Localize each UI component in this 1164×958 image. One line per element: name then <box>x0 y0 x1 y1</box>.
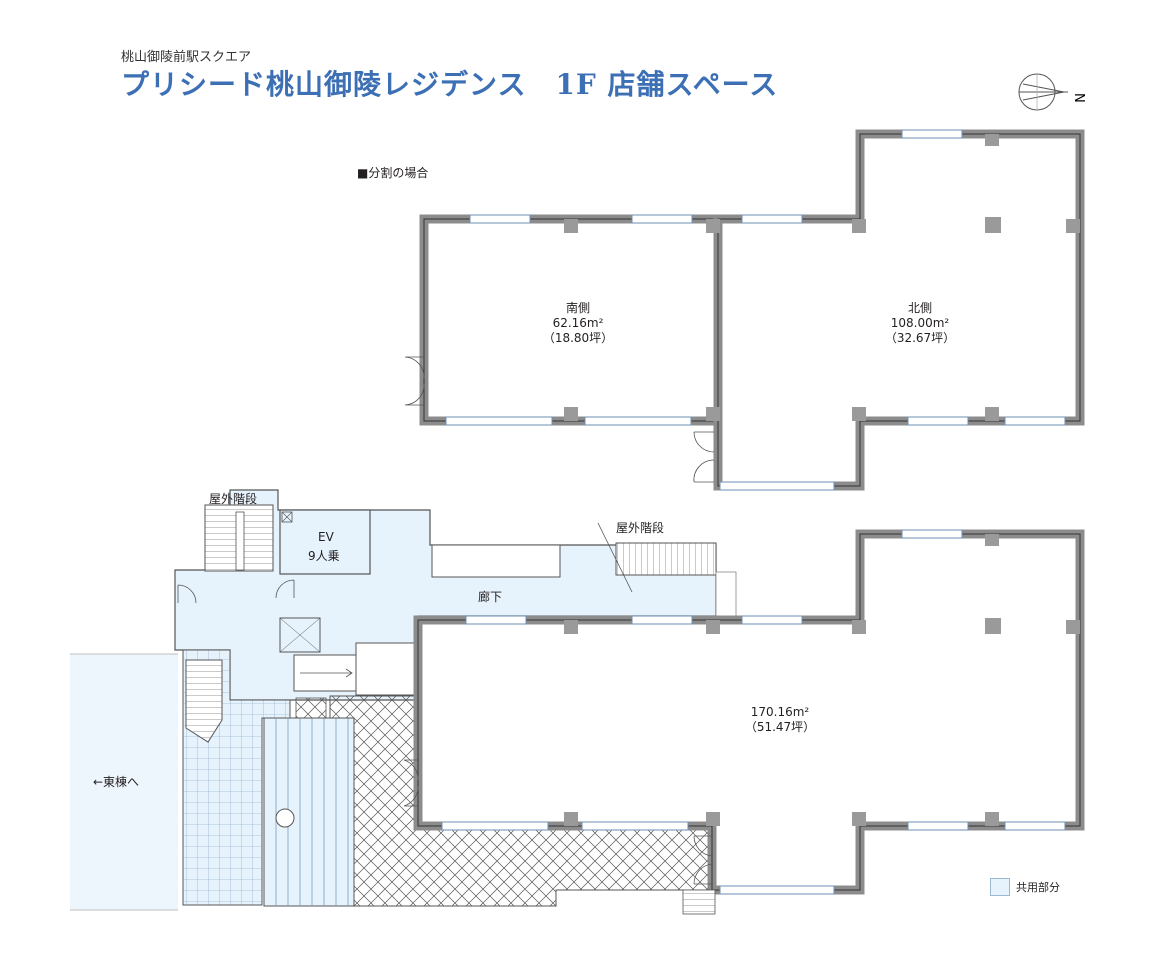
room-north: 北側 108.00m² （32.67坪） <box>885 301 955 346</box>
legend-common-swatch <box>990 878 1010 896</box>
room-north-area: 108.00m² <box>890 316 950 330</box>
label-outdoor-stairs-left: 屋外階段 <box>209 492 258 506</box>
compass-north-label: N <box>1071 93 1086 103</box>
compass-icon <box>1018 73 1068 111</box>
label-east-wing: ←東棟へ <box>93 775 140 789</box>
page-title: プリシード桃山御陵レジデンス 1F 店舗スペース <box>121 68 779 101</box>
room-south-tsubo: （18.80坪） <box>542 331 614 345</box>
label-ev-capacity: 9人乗 <box>308 549 340 563</box>
label-ev: EV <box>318 530 334 544</box>
room-full-area: 170.16m² <box>750 705 810 719</box>
room-north-name: 北側 <box>907 301 933 315</box>
lower-plan <box>70 489 1085 915</box>
room-south: 南側 62.16m² （18.80坪） <box>543 301 613 346</box>
section-label: ■分割の場合 <box>357 166 429 180</box>
room-full: 170.16m² （51.47坪） <box>745 705 815 735</box>
label-corridor: 廊下 <box>478 590 503 604</box>
room-south-area: 62.16m² <box>552 316 604 330</box>
legend: 共用部分 <box>990 878 1060 896</box>
room-south-name: 南側 <box>565 301 591 315</box>
legend-common-label: 共用部分 <box>1016 881 1060 894</box>
room-full-tsubo: （51.47坪） <box>744 720 816 734</box>
upper-plan <box>404 129 1085 491</box>
label-outdoor-stairs-right: 屋外階段 <box>616 521 665 535</box>
room-north-tsubo: （32.67坪） <box>884 331 956 345</box>
building-subtitle: 桃山御陵前駅スクエア <box>121 50 252 65</box>
